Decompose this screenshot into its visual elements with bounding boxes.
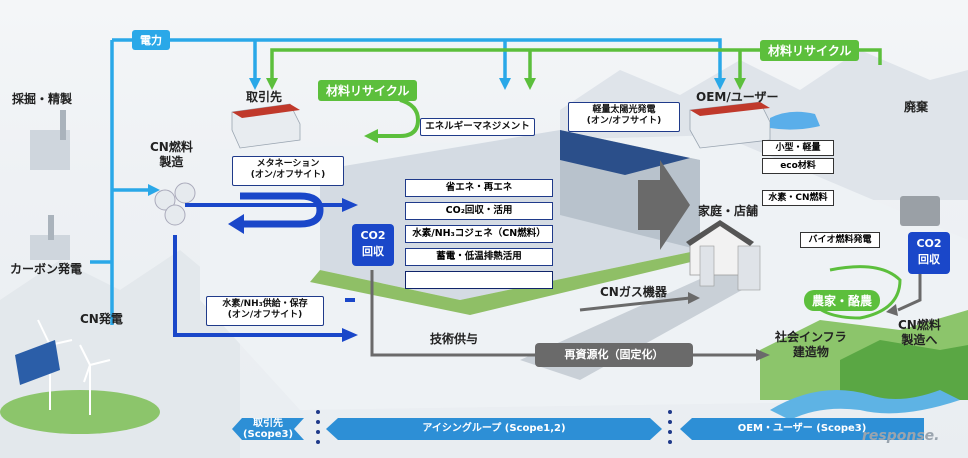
factory-item: 水素/NH₃コジェネ（CN燃料） bbox=[405, 225, 553, 243]
smart-factory-item: スマートファクトリー bbox=[405, 271, 553, 289]
methanation-loop bbox=[240, 192, 324, 228]
co2-capture-left: CO2 回収 bbox=[352, 224, 394, 266]
co2-capture-right: CO2 回収 bbox=[908, 232, 950, 274]
biofuel-box: バイオ燃料発電 bbox=[800, 232, 880, 248]
factory-item: 省エネ・再エネ bbox=[405, 179, 553, 197]
cn-fuel-label: CN燃料 製造 bbox=[150, 140, 193, 169]
methanation-box: メタネーション (オン/オフサイト) bbox=[232, 156, 344, 186]
river bbox=[770, 390, 960, 420]
scope-separators bbox=[316, 410, 672, 444]
home-store-label: 家庭・店舗 bbox=[698, 204, 759, 218]
supplier-label: 取引先 bbox=[246, 90, 283, 104]
grey-lines bbox=[370, 270, 922, 357]
recycle-loop bbox=[375, 98, 421, 138]
scope-supplier: 取引先 (Scope3) bbox=[232, 418, 304, 440]
output-arrow bbox=[638, 160, 690, 250]
scope-aisin: アイシングループ (Scope1,2) bbox=[326, 418, 662, 440]
tech-transfer-label: 技術供与 bbox=[430, 332, 479, 346]
fuel-tank bbox=[154, 189, 176, 211]
car-shape bbox=[770, 111, 820, 130]
recycle-tag-top: 材料リサイクル bbox=[760, 40, 860, 61]
solar-box: 軽量太陽光発電 (オン/オフサイト) bbox=[568, 102, 680, 132]
cn-gas-label: CNガス機器 bbox=[600, 285, 667, 299]
carbon-power-label: カーボン発電 bbox=[10, 262, 83, 276]
grass-base bbox=[0, 390, 160, 434]
power-lines bbox=[90, 38, 722, 325]
energy-mgmt-box: エネルギーマネジメント bbox=[420, 118, 535, 136]
storage-tanks bbox=[900, 196, 940, 226]
mining-label: 採掘・精製 bbox=[12, 92, 73, 106]
scope-oem: OEM・ユーザー (Scope3) bbox=[680, 418, 924, 440]
recycle-tag-mid: 材料リサイクル bbox=[318, 80, 418, 101]
factory-item: CO₂回収・活用 bbox=[405, 202, 553, 220]
infra-label: 社会インフラ 建造物 bbox=[775, 330, 847, 359]
watermark: response. bbox=[862, 428, 940, 444]
eco-material-box: eco材料 bbox=[762, 158, 834, 174]
solar-panels bbox=[15, 340, 60, 385]
solar-panel-roof bbox=[560, 130, 690, 175]
cn-power-label: CN発電 bbox=[80, 312, 123, 326]
factory-item: 蓄電・低温排熱活用 bbox=[405, 248, 553, 266]
recycle-lines bbox=[270, 48, 882, 80]
oem-user-label: OEM/ユーザー bbox=[696, 90, 779, 104]
farm-tag: 農家・酪農 bbox=[804, 290, 881, 311]
h2-supply-box: 水素/NH₃供給・保存 (オン/オフサイト) bbox=[206, 296, 324, 326]
resource-bar: 再資源化（固定化） bbox=[535, 343, 693, 367]
disposal-label: 廃棄 bbox=[904, 100, 929, 114]
h2-cn-fuel-box: 水素・CN燃料 bbox=[762, 190, 834, 206]
cn-fuel-to-label: CN燃料 製造へ bbox=[898, 318, 941, 347]
small-light-box: 小型・軽量 bbox=[762, 140, 834, 156]
power-tag: 電力 bbox=[132, 30, 170, 50]
